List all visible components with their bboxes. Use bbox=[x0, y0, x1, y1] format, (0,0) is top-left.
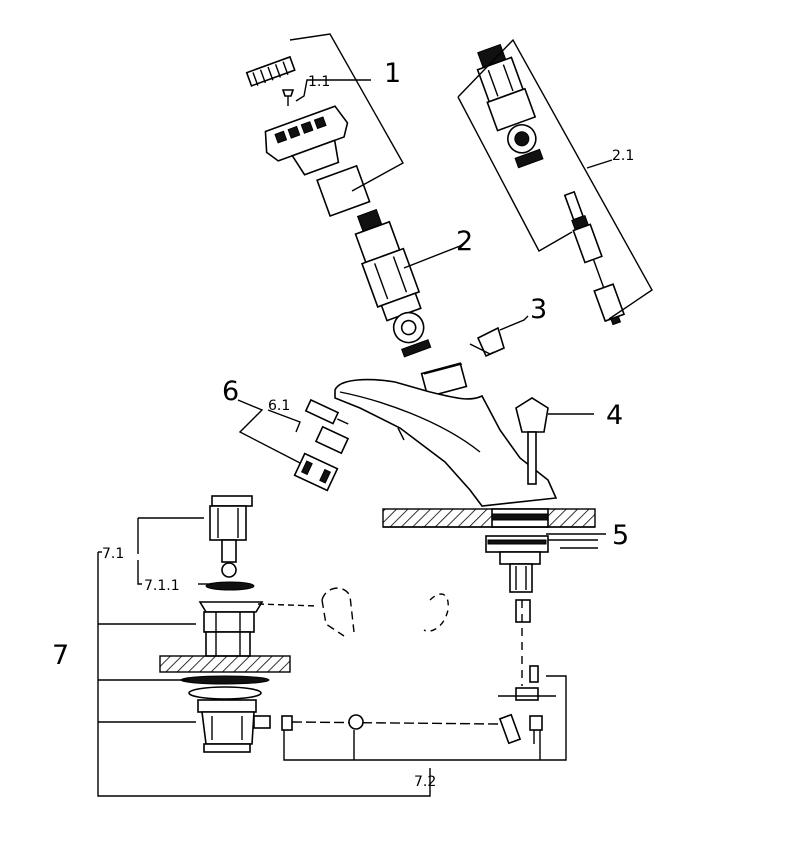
drain-body-assembly bbox=[159, 601, 291, 753]
cartridge-assembly bbox=[354, 208, 432, 358]
cartridge-leader bbox=[403, 241, 466, 269]
label-part-7-1-1: 7.1.1 bbox=[144, 578, 180, 594]
label-part-3: 3 bbox=[530, 294, 547, 325]
sleeve-part bbox=[316, 164, 371, 218]
label-part-4: 4 bbox=[606, 400, 623, 431]
label-part-7: 7 bbox=[52, 640, 69, 671]
label-part-2: 2 bbox=[456, 226, 473, 257]
countertop-right bbox=[382, 508, 596, 528]
label-part-1-1: 1.1 bbox=[308, 74, 330, 90]
cap-insert-part bbox=[245, 55, 296, 87]
spout-body bbox=[334, 362, 558, 507]
cartridge-detail-assembly bbox=[476, 43, 544, 169]
lift-rod-knob-part bbox=[515, 397, 594, 485]
cartridge-detail-bracket bbox=[457, 38, 653, 320]
countertop-left bbox=[159, 655, 291, 673]
cartridge-detail-leader bbox=[586, 159, 613, 169]
handle-part bbox=[264, 105, 349, 176]
aerator-housing-part bbox=[293, 452, 339, 492]
label-part-6: 6 bbox=[222, 376, 239, 407]
clip-part bbox=[469, 315, 529, 358]
cartridge-detail-bracket-lower bbox=[457, 96, 573, 252]
label-part-7-1: 7.1 bbox=[102, 546, 124, 562]
label-part-2-1: 2.1 bbox=[612, 148, 634, 164]
pop-up-ghost bbox=[257, 587, 449, 637]
mounting-base-assembly bbox=[382, 508, 606, 623]
group-7-brackets bbox=[97, 517, 567, 797]
label-part-1: 1 bbox=[384, 58, 401, 89]
label-part-6-1: 6.1 bbox=[268, 398, 290, 414]
handle-cap-assembly bbox=[245, 33, 404, 218]
stopper-assembly bbox=[205, 495, 255, 591]
spindle-part bbox=[563, 190, 626, 326]
aerator-assembly bbox=[237, 398, 350, 492]
screw-part bbox=[281, 89, 295, 106]
label-part-7-2: 7.2 bbox=[414, 774, 436, 790]
label-part-5: 5 bbox=[612, 520, 629, 551]
lift-rod-linkage bbox=[281, 600, 543, 745]
